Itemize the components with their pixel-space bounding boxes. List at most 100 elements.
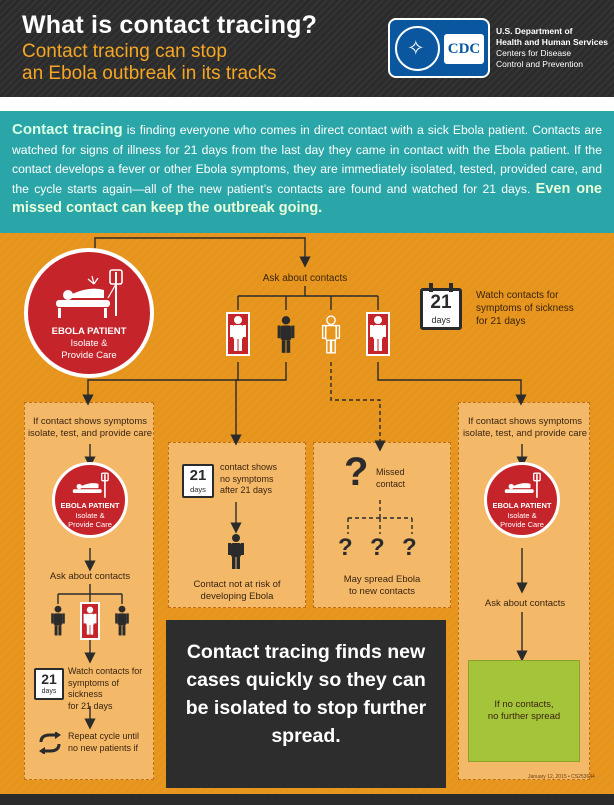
patient-title: EBOLA PATIENT xyxy=(51,326,127,337)
intro-term: Contact tracing xyxy=(12,121,123,138)
question-mark-icon: ? xyxy=(370,534,385,561)
right-symptoms-text: If contact shows symptoms isolate, test,… xyxy=(460,416,590,440)
right-symptoms-line-2: isolate, test, and provide care xyxy=(462,428,588,439)
right-patient-line-2: Isolate & xyxy=(507,510,537,520)
left-panel xyxy=(24,402,154,780)
hhs-seal-icon: ✧ xyxy=(395,26,440,71)
right-symptoms-line-1: If contact shows symptoms xyxy=(467,416,583,427)
calendar-ring xyxy=(449,283,453,292)
calendar-icon: 21 days xyxy=(182,464,214,498)
agency-line-4: Control and Prevention xyxy=(496,59,583,69)
watch-contacts-text: Watch contacts for symptoms of sickness … xyxy=(476,289,586,328)
missed-result-line-2: to new contacts xyxy=(348,586,415,597)
intro-closing: Even one missed contact can keep the out… xyxy=(12,180,602,217)
left-repeat-line-2: no new patients if xyxy=(68,742,139,753)
patient-label: EBOLA PATIENT Isolate & Provide Care xyxy=(28,326,150,362)
contact-box-1 xyxy=(226,312,250,356)
agency-name: U.S. Department of Health and Human Serv… xyxy=(496,26,608,70)
left-contact-box xyxy=(80,602,100,640)
left-watch-text: Watch contacts for symptoms of sickness … xyxy=(68,666,154,712)
left-watch-line-2: symptoms of sickness xyxy=(68,677,120,700)
header: What is contact tracing? Contact tracing… xyxy=(0,0,614,97)
left-repeat-line-1: Repeat cycle until xyxy=(68,731,140,741)
missed-result-text: May spread Ebola to new contacts xyxy=(315,574,449,598)
right-patient-circle: EBOLA PATIENT Isolate & Provide Care xyxy=(484,462,560,538)
key-message-box: Contact tracing finds new cases quickly … xyxy=(166,620,446,788)
left-symptoms-line-1: If contact shows symptoms xyxy=(32,416,148,427)
missed-contact-text: Missed contact xyxy=(376,467,426,490)
missed-result-line-1: May spread Ebola xyxy=(343,574,421,585)
patient-line-2: Isolate & xyxy=(70,338,108,349)
question-mark-icon: ? xyxy=(402,534,417,561)
green-line-2: no further spread xyxy=(487,711,561,722)
question-mark-icon: ? xyxy=(338,534,353,561)
watch-line-2: symptoms of sickness xyxy=(476,303,574,314)
missed-person-icon xyxy=(321,315,341,354)
intro-body: is finding everyone who comes in direct … xyxy=(12,123,603,196)
left-watch-line-1: Watch contacts for xyxy=(68,666,143,676)
cdc-mark: CDC xyxy=(444,34,484,64)
patient-bed-icon xyxy=(56,269,123,318)
right-patient-title: EBOLA PATIENT xyxy=(492,501,552,510)
missed-line-2: contact xyxy=(376,478,406,489)
left-symptoms-text: If contact shows symptoms isolate, test,… xyxy=(26,416,154,440)
calendar-number: 21 xyxy=(41,671,57,687)
no-further-spread-box: If no contacts, no further spread xyxy=(468,660,580,762)
middle-result-line-2: developing Ebola xyxy=(200,591,274,602)
left-ask-contacts: Ask about contacts xyxy=(49,571,131,582)
person-icon xyxy=(228,534,244,569)
patient-bed-icon xyxy=(72,472,109,498)
middle-no-symptoms-text: contact shows no symptoms after 21 days xyxy=(220,462,300,497)
agency-line-2: Health and Human Services xyxy=(496,37,608,47)
middle-line-3: after 21 days xyxy=(220,485,273,495)
watch-line-1: Watch contacts for xyxy=(476,290,559,301)
footer-strip xyxy=(0,794,614,805)
patient-line-3: Provide Care xyxy=(61,350,117,361)
question-mark-icon: ? xyxy=(344,450,369,494)
left-patient-circle: EBOLA PATIENT Isolate & Provide Care xyxy=(52,462,128,538)
date-code: January 12, 2015 • CS253644 xyxy=(528,774,595,780)
green-line-1: If no contacts, xyxy=(494,699,554,710)
person-icon xyxy=(83,606,97,635)
left-patient-line-3: Provide Care xyxy=(68,520,112,529)
watch-line-3: for 21 days xyxy=(476,316,526,327)
ask-contacts-label: Ask about contacts xyxy=(262,273,348,284)
left-patient-title: EBOLA PATIENT xyxy=(60,501,120,510)
green-box-text: If no contacts, no further spread xyxy=(469,699,579,723)
calendar-word: days xyxy=(190,485,206,494)
left-repeat-text: Repeat cycle until no new patients if xyxy=(68,731,154,754)
calendar-word: days xyxy=(431,315,451,325)
cdc-logo-text: CDC xyxy=(447,41,481,57)
calendar-number: 21 xyxy=(189,467,207,484)
main-patient-circle: EBOLA PATIENT Isolate & Provide Care xyxy=(24,248,154,378)
calendar-number: 21 xyxy=(430,292,452,313)
person-icon xyxy=(370,316,386,351)
agency-line-3: Centers for Disease xyxy=(496,48,572,58)
person-icon xyxy=(277,316,295,353)
middle-result-line-1: Contact not at risk of xyxy=(193,579,281,590)
page-title: What is contact tracing? xyxy=(22,11,318,39)
key-message-text: Contact tracing finds new cases quickly … xyxy=(185,641,427,747)
agency-line-1: U.S. Department of xyxy=(496,26,573,36)
left-watch-line-3: for 21 days xyxy=(68,700,113,711)
intro-panel: Contact tracing is finding everyone who … xyxy=(0,111,614,233)
right-patient-label: EBOLA PATIENT Isolate & Provide Care xyxy=(487,501,557,530)
left-patient-label: EBOLA PATIENT Isolate & Provide Care xyxy=(55,501,125,530)
cdc-logo: ✧ CDC xyxy=(388,18,490,78)
middle-line-2: no symptoms xyxy=(220,473,274,484)
subtitle-line-2: an Ebola outbreak in its tracks xyxy=(22,63,277,84)
person-icon xyxy=(51,605,65,636)
subtitle-line-1: Contact tracing can stop xyxy=(22,41,227,62)
patient-bed-icon xyxy=(504,472,541,498)
left-patient-line-2: Isolate & xyxy=(75,510,105,520)
calendar-ring xyxy=(429,283,433,292)
right-patient-line-3: Provide Care xyxy=(500,520,544,529)
contact-box-4 xyxy=(366,312,390,356)
calendar-icon: 21 days xyxy=(420,283,462,330)
middle-result-text: Contact not at risk of developing Ebola xyxy=(170,579,304,603)
missed-line-1: Missed xyxy=(376,467,405,477)
calendar-word: days xyxy=(41,688,57,695)
person-icon xyxy=(230,316,246,351)
middle-line-1: contact shows xyxy=(220,462,278,472)
